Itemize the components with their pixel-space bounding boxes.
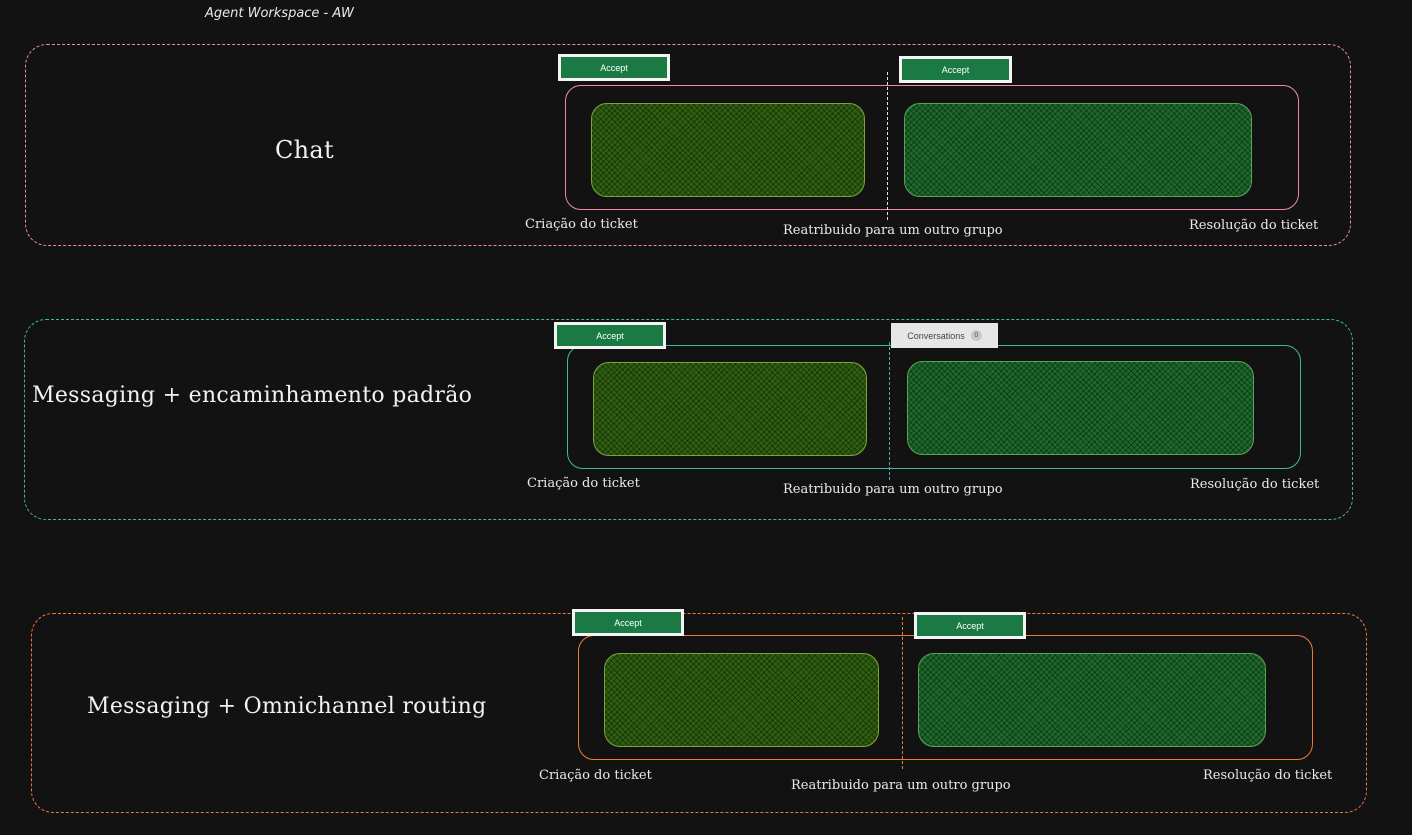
messaging-omni-initial-group-block (604, 653, 879, 747)
messaging-omni-reassigned-group-block (918, 653, 1266, 747)
chat-accept-button-left-frame: Accept (558, 54, 670, 81)
conversations-label: Conversations (907, 330, 965, 341)
section-messaging-standard-routing (24, 319, 1353, 520)
messaging-omni-reassign-marker (902, 617, 903, 769)
chat-reassigned-group-block (904, 103, 1252, 197)
conversations-count-badge: 0 (970, 330, 982, 341)
caption-ticket-creation: Criação do ticket (525, 217, 638, 232)
section-messaging-omnichannel-routing (31, 613, 1367, 813)
messaging-standard-accept-button-frame: Accept (554, 322, 666, 349)
messaging-standard-reassign-marker (889, 342, 890, 480)
caption-ticket-resolution: Resolução do ticket (1190, 477, 1320, 492)
caption-ticket-creation: Criação do ticket (539, 768, 652, 783)
accept-button[interactable]: Accept (557, 325, 663, 346)
section-label-messaging-omnichannel: Messaging + Omnichannel routing (87, 694, 487, 719)
page-title: Agent Workspace - AW (205, 6, 354, 21)
caption-ticket-resolution: Resolução do ticket (1203, 768, 1333, 783)
section-label-chat: Chat (275, 136, 334, 164)
chat-initial-group-block (591, 103, 865, 197)
chat-reassign-marker (887, 72, 888, 220)
accept-button[interactable]: Accept (917, 615, 1023, 636)
messaging-omni-accept-button-left-frame: Accept (572, 609, 684, 636)
section-label-messaging-standard: Messaging + encaminhamento padrão (32, 383, 473, 408)
caption-reassigned: Reatribuido para um outro grupo (783, 482, 1003, 497)
accept-button[interactable]: Accept (575, 612, 681, 633)
chat-lane (565, 85, 1299, 210)
caption-reassigned: Reatribuido para um outro grupo (791, 778, 1011, 793)
messaging-standard-initial-group-block (593, 362, 867, 456)
caption-reassigned: Reatribuido para um outro grupo (783, 223, 1003, 238)
caption-ticket-creation: Criação do ticket (527, 476, 640, 491)
chat-accept-button-right-frame: Accept (899, 56, 1012, 83)
conversations-button[interactable]: Conversations 0 (891, 323, 998, 348)
messaging-omni-accept-button-right-frame: Accept (914, 612, 1026, 639)
section-chat (25, 44, 1351, 246)
caption-ticket-resolution: Resolução do ticket (1189, 218, 1319, 233)
messaging-standard-reassigned-group-block (907, 361, 1254, 455)
accept-button[interactable]: Accept (561, 57, 667, 78)
accept-button[interactable]: Accept (902, 59, 1009, 80)
